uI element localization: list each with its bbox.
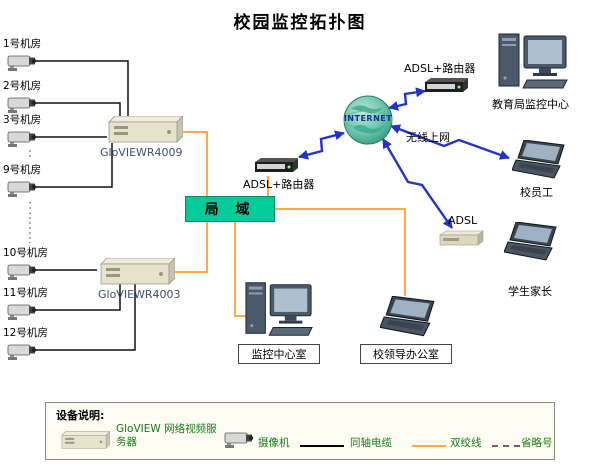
staff-laptop [512, 140, 568, 184]
staff-label: 校员工 [520, 186, 553, 199]
parents-laptop [504, 222, 560, 266]
server-icon [95, 258, 175, 286]
camera-label: 1号机房 [3, 38, 42, 50]
laptop-icon [512, 140, 568, 180]
adsl-router-top [423, 76, 469, 98]
wireless-label: 无线上网 [406, 131, 450, 144]
adsl-router-mid-label: ADSL+路由器 [243, 178, 315, 191]
camera-label: 9号机房 [3, 164, 42, 176]
server-icon [58, 431, 110, 450]
legend-server-label: GloVIEW 网络视频服务器 [116, 423, 217, 449]
camera-icon [7, 301, 37, 323]
camera-label: 2号机房 [3, 80, 42, 92]
coaxial-line [36, 102, 121, 120]
camera-label: 3号机房 [3, 114, 42, 126]
router-icon [423, 76, 469, 94]
page-title: 校园监控拓扑图 [233, 13, 367, 33]
camera-label: 11号机房 [3, 287, 48, 299]
wireless-links [298, 87, 510, 229]
desktop-icon [496, 30, 570, 92]
desktop-icon [244, 278, 314, 340]
legend-twisted-label: 双绞线 [450, 437, 482, 449]
camera-node-room1: 1号机房 [3, 36, 65, 74]
coaxial-line [36, 284, 121, 311]
camera-label: 10号机房 [3, 247, 48, 259]
leader-office-label: 校领导办公室 [360, 344, 452, 364]
monitor-room-pc [244, 278, 314, 344]
video-server-top [103, 116, 183, 148]
adsl-modem [438, 230, 484, 250]
laptop-icon [380, 296, 438, 338]
parents-label: 学生家长 [508, 285, 552, 298]
legend-title: 设备说明: [56, 409, 105, 422]
camera-icon [7, 261, 37, 283]
legend-ellipsis-label: 省略号 [521, 437, 553, 449]
server-icon [103, 116, 183, 144]
camera-node-room9: 9号机房 [3, 162, 65, 200]
monitor-room-label: 监控中心室 [238, 344, 320, 364]
camera-node-room3: 3号机房 [3, 112, 65, 150]
coaxial-lines [36, 60, 136, 351]
camera-icon [7, 341, 37, 363]
link-internet-adsl [381, 138, 453, 229]
twisted-pair-line [183, 131, 208, 196]
ellipsis-line-sample [492, 445, 520, 447]
internet-label: INTERNET [343, 114, 393, 123]
camera-node-room2: 2号机房 [3, 78, 65, 116]
leader-office-laptop [380, 296, 438, 342]
coaxial-line-sample [300, 445, 344, 447]
video-server-bottom [95, 258, 175, 290]
camera-icon [7, 52, 37, 74]
coaxial-line [36, 143, 113, 188]
coaxial-line [36, 60, 129, 120]
camera-icon [7, 128, 37, 150]
server-bottom-label: GloVIEWR4003 [98, 288, 181, 301]
adsl-label: ADSL [448, 214, 478, 227]
legend: 设备说明: GloVIEW 网络视频服务器 摄像机 同轴电缆 双绞线 省略号 [45, 402, 555, 460]
router-icon [253, 156, 299, 174]
twisted-pair-line-sample [412, 445, 446, 447]
server-top-label: GloVIEWR4009 [100, 146, 183, 159]
internet-node: INTERNET [343, 95, 393, 145]
edu-center-label: 教育局监控中心 [492, 98, 569, 111]
link-internet-edu-router [388, 87, 426, 111]
legend-camera-label: 摄像机 [258, 437, 290, 449]
camera-node-room11: 11号机房 [3, 285, 65, 323]
lan-box: 局 域 [185, 196, 275, 222]
modem-icon [438, 230, 484, 246]
twisted-pair-line [175, 222, 208, 273]
camera-node-room10: 10号机房 [3, 245, 65, 283]
laptop-icon [504, 222, 560, 262]
camera-node-room12: 12号机房 [3, 325, 65, 363]
legend-coaxial-label: 同轴电缆 [350, 437, 392, 449]
camera-icon [224, 429, 254, 451]
coaxial-line [36, 284, 136, 351]
adsl-router-top-label: ADSL+路由器 [404, 62, 476, 75]
link-router-internet [298, 130, 345, 160]
twisted-pair-line [234, 222, 250, 317]
camera-icon [7, 178, 37, 200]
edu-center-pc [496, 30, 570, 96]
camera-label: 12号机房 [3, 327, 48, 339]
adsl-router-mid [253, 156, 299, 178]
